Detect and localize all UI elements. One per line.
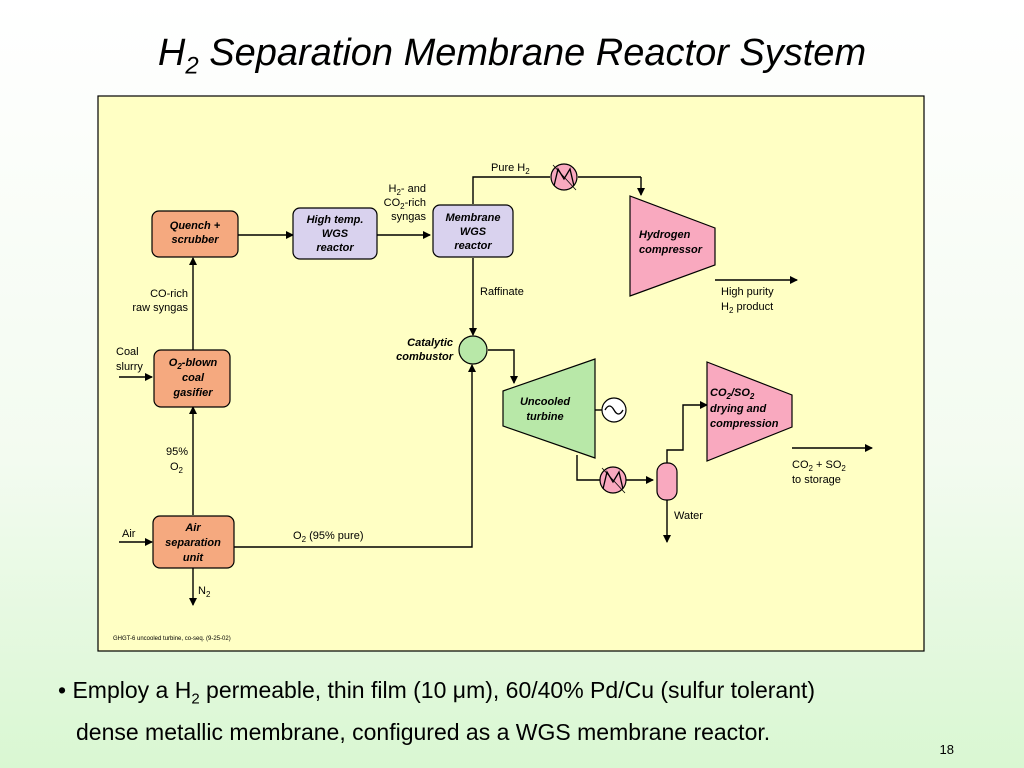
quench-label-2: scrubber — [171, 234, 219, 246]
label-slurry: slurry — [116, 361, 143, 373]
label-h2-and: H2- and — [389, 183, 426, 197]
asu-label-3: unit — [183, 552, 204, 564]
uncooled-turbine-shape[interactable] — [502, 358, 596, 459]
membrane-label-3: reactor — [454, 240, 492, 252]
label-n2: N2 — [198, 585, 211, 599]
gasifier-label-2: coal — [182, 372, 205, 384]
label-o2-pure: O2 (95% pure) — [293, 530, 364, 544]
high-temp-wgs-box[interactable] — [292, 207, 378, 260]
water-separator-vessel — [656, 462, 678, 501]
diagram-panel — [97, 95, 925, 652]
gasifier-label-3: gasifier — [172, 387, 213, 399]
membrane-wgs-box[interactable] — [432, 204, 514, 258]
co2so2-label-1: CO2/SO2 — [710, 387, 755, 401]
heat-exchanger-1-icon — [550, 163, 578, 191]
bullet-line-1: • Employ a H2 permeable, thin film (10 μ… — [58, 677, 816, 708]
bullet-text: • Employ a H2 permeable, thin film (10 μ… — [58, 674, 958, 749]
label-95pct-o2: O2 — [170, 461, 184, 475]
label-co-rich: CO-rich — [150, 288, 188, 300]
label-h2-product: H2 product — [721, 301, 773, 315]
combustor-label-1: Catalytic — [407, 337, 453, 349]
label-pure-h2: Pure H2 — [491, 162, 530, 176]
heat-exchanger-2-icon — [599, 466, 627, 494]
slide-title: H2 Separation Membrane Reactor System — [157, 32, 867, 80]
turbine-label-2: turbine — [526, 411, 563, 423]
flow-turbine-exhaust — [576, 455, 600, 481]
quench-scrubber-box[interactable] — [151, 210, 239, 258]
turbine-label-1: Uncooled — [520, 396, 570, 408]
label-raw-syngas: raw syngas — [132, 302, 188, 314]
label-raffinate: Raffinate — [480, 286, 524, 298]
gasifier-box[interactable] — [153, 349, 231, 408]
htwgs-label-1: High temp. — [307, 214, 364, 226]
flow-pure-h2 — [472, 176, 550, 204]
co2so2-compression-shape[interactable] — [706, 361, 793, 462]
membrane-label-2: WGS — [460, 226, 487, 238]
asu-box[interactable] — [152, 515, 235, 569]
label-to-storage: to storage — [792, 474, 841, 486]
htwgs-label-2: WGS — [322, 228, 349, 240]
co2so2-label-2: drying and — [710, 403, 767, 415]
flow-combustor-to-turbine — [488, 349, 518, 384]
htwgs-label-3: reactor — [316, 242, 354, 254]
bullet-line-2: dense metallic membrane, configured as a… — [76, 718, 771, 745]
label-coal: Coal — [116, 346, 139, 358]
quench-label-1: Quench + — [170, 220, 221, 232]
label-95pct: 95% — [166, 446, 188, 458]
co2so2-label-3: compression — [710, 418, 779, 430]
flow-sep-to-co2 — [666, 401, 708, 467]
catalytic-combustor-circle[interactable] — [458, 335, 488, 365]
gasifier-label-1: O2-blown — [169, 357, 218, 371]
membrane-label-1: Membrane — [445, 212, 500, 224]
generator-sine — [604, 405, 624, 415]
hydrogen-compressor-shape[interactable] — [629, 195, 716, 297]
label-air: Air — [122, 528, 136, 540]
asu-label-2: separation — [165, 537, 221, 549]
label-water: Water — [674, 510, 703, 522]
hcomp-label-2: compressor — [639, 244, 703, 256]
combustor-label-2: combustor — [396, 351, 454, 363]
label-syngas: syngas — [391, 211, 426, 223]
hcomp-label-1: Hydrogen — [639, 229, 691, 241]
page-number: 18 — [939, 742, 954, 757]
footnote: GHGT-6 uncooled turbine, co-seq. (9-25-0… — [113, 636, 231, 642]
label-co2-so2: CO2 + SO2 — [792, 459, 846, 473]
label-co2-rich: CO2-rich — [384, 197, 426, 211]
label-high-purity: High purity — [721, 286, 774, 298]
process-flow-diagram: Quench + scrubber High temp. WGS reactor… — [97, 95, 925, 652]
asu-label-1: Air — [184, 522, 201, 534]
flow-o2-to-combustor — [234, 364, 476, 548]
